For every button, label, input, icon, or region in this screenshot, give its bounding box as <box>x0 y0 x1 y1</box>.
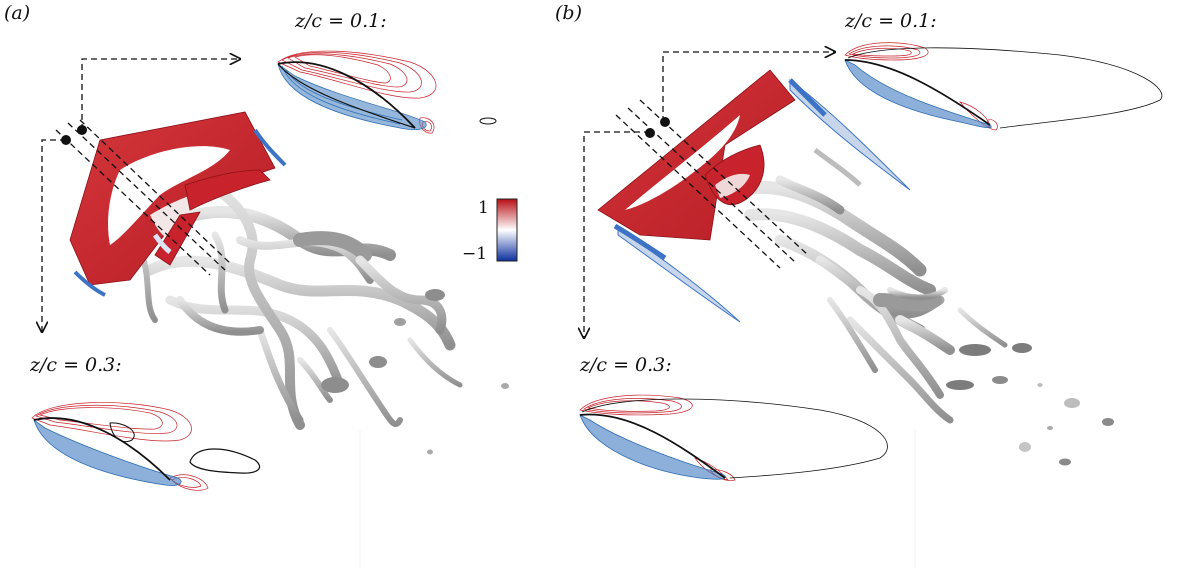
panel-b-top-slice-label: z/c = 0.1: <box>845 10 937 32</box>
panel-a-grey-vortex-tubes <box>117 175 463 430</box>
panel-a-top-pointer-arrow <box>81 59 240 130</box>
panel-a-top-marker <box>77 125 87 135</box>
panel-a-top-contours <box>277 50 497 134</box>
colorbar-max-label: 1 <box>478 198 489 218</box>
colorbar <box>496 198 518 262</box>
panel-b-top-contours <box>844 42 1163 131</box>
panel-a-leading-edge-vortex <box>69 111 276 286</box>
panel-b-bottom-marker <box>645 128 655 138</box>
panel-a-top-slice-label: z/c = 0.1: <box>295 10 387 32</box>
colorbar-min-label: −1 <box>462 244 488 264</box>
panel-a-label: (a) <box>4 2 31 24</box>
panel-a-slice-lines <box>55 119 233 276</box>
panel-b-leading-edge-vortex <box>597 69 796 241</box>
panel-a-bottom-slice-label: z/c = 0.3: <box>30 354 122 376</box>
panel-a-bottom-marker <box>61 135 71 145</box>
panel-b-bottom-pointer-arrow <box>584 131 650 338</box>
panel-b-grey-vortex-tubes <box>733 175 1008 424</box>
panel-b-bottom-slice-label: z/c = 0.3: <box>580 354 672 376</box>
panel-b-top-pointer-arrow <box>662 52 835 122</box>
panel-b-top-marker <box>660 117 670 127</box>
panel-b-slice-lines <box>615 99 809 269</box>
panel-a-bottom-contours <box>31 402 261 491</box>
panel-b-vortex-wake <box>584 52 1114 466</box>
panel-b-label: (b) <box>555 2 582 24</box>
panel-b-bottom-contours <box>579 394 888 481</box>
panel-a-bottom-pointer-arrow <box>42 139 66 332</box>
panel-a-vortex-wake <box>42 59 509 455</box>
